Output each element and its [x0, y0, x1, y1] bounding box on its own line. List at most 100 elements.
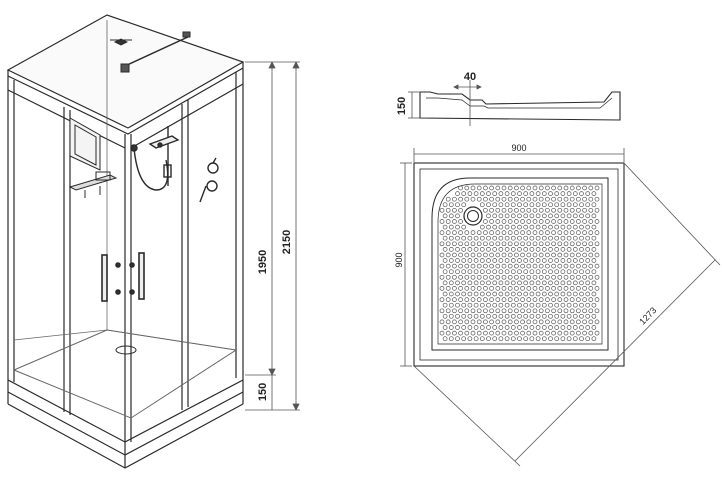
anti-slip-dot [545, 330, 550, 336]
anti-slip-dot [458, 196, 463, 202]
anti-slip-dot [535, 291, 541, 297]
anti-slip-dot [557, 241, 563, 247]
anti-slip-dot [520, 319, 525, 325]
anti-slip-dot [492, 325, 498, 330]
anti-slip-dot [520, 274, 525, 280]
anti-slip-dot [439, 207, 445, 213]
anti-slip-dot [445, 207, 451, 213]
anti-slip-dot [576, 241, 581, 247]
cabin-floor [13, 329, 238, 419]
anti-slip-dot [452, 230, 457, 235]
anti-slip-dot [489, 196, 494, 202]
anti-slip-dot [566, 258, 572, 263]
anti-slip-dot [560, 325, 566, 330]
anti-slip-dot [545, 185, 550, 191]
anti-slip-dot [507, 241, 513, 247]
anti-slip-dot [576, 230, 581, 235]
anti-slip-dot [548, 269, 553, 275]
anti-slip-dot [579, 235, 584, 241]
anti-slip-dot [473, 247, 479, 252]
anti-slip-dot [594, 274, 600, 280]
anti-slip-dot [492, 302, 498, 308]
anti-slip-dot [529, 235, 535, 241]
anti-slip-dot [563, 308, 569, 314]
anti-slip-dot [591, 313, 597, 319]
anti-slip-dot [476, 308, 482, 314]
anti-slip-dot [538, 252, 544, 258]
anti-slip-dot [545, 230, 550, 235]
anti-slip-dot [439, 297, 445, 302]
anti-slip-dot [452, 207, 457, 213]
anti-slip-dot [442, 213, 448, 219]
tray-width-label: 900 [511, 143, 526, 153]
anti-slip-dot [461, 269, 467, 275]
anti-slip-dot [455, 202, 460, 208]
anti-slip-dot [579, 336, 584, 342]
anti-slip-dot [473, 325, 479, 330]
anti-slip-dot [458, 319, 463, 325]
anti-slip-dot [557, 185, 563, 191]
anti-slip-dot [538, 274, 544, 280]
anti-slip-dot [545, 286, 550, 291]
anti-slip-dot [576, 263, 581, 269]
anti-slip-dot [495, 263, 501, 269]
anti-slip-dot [517, 336, 522, 342]
anti-slip-dot [588, 230, 594, 235]
anti-slip-dot [585, 224, 591, 230]
anti-slip-dot [576, 308, 581, 314]
anti-slip-dot [495, 308, 501, 314]
anti-slip-dot [591, 336, 597, 342]
anti-slip-dot [476, 241, 482, 247]
anti-slip-dot [532, 185, 538, 191]
anti-slip-dot [448, 313, 454, 319]
anti-slip-dot [557, 297, 563, 302]
anti-slip-dot [551, 286, 556, 291]
anti-slip-dot [517, 291, 522, 297]
anti-slip-dot [507, 185, 513, 191]
anti-slip-dot [452, 319, 457, 325]
anti-slip-dot [588, 263, 594, 269]
anti-slip-dot [448, 302, 454, 308]
anti-slip-dot [551, 319, 556, 325]
anti-slip-dot [464, 274, 470, 280]
anti-slip-dot [458, 219, 463, 224]
anti-slip-dot [538, 241, 544, 247]
anti-slip-dot [576, 319, 581, 325]
anti-slip-dot [483, 330, 488, 336]
anti-slip-dot [532, 230, 538, 235]
anti-slip-dot [458, 230, 463, 235]
anti-slip-dot [548, 224, 553, 230]
anti-slip-dot [538, 263, 544, 269]
anti-slip-dot [548, 258, 553, 263]
anti-slip-dot [588, 219, 594, 224]
anti-slip-dot [448, 280, 454, 286]
anti-slip-dot [452, 286, 457, 291]
anti-slip-dot [442, 313, 448, 319]
anti-slip-dot [523, 235, 529, 241]
anti-slip-dot [545, 241, 550, 247]
anti-slip-dot [510, 247, 516, 252]
anti-slip-dot [498, 280, 504, 286]
cabin-height-glass-label: 1950 [257, 250, 269, 274]
anti-slip-dot [442, 325, 448, 330]
anti-slip-dot [548, 235, 553, 241]
tray-profile-height-label: 150 [396, 97, 408, 115]
anti-slip-dot [554, 302, 560, 308]
anti-slip-dot [526, 297, 532, 302]
anti-slip-dot [572, 269, 578, 275]
anti-slip-dot [560, 269, 566, 275]
anti-slip-dot [514, 207, 519, 213]
anti-slip-dot [554, 258, 560, 263]
anti-slip-dot [461, 224, 467, 230]
anti-slip-dot [526, 330, 532, 336]
anti-slip-dot [576, 330, 581, 336]
anti-slip-dot [495, 219, 501, 224]
anti-slip-dot [486, 191, 491, 196]
anti-slip-dot [445, 230, 451, 235]
anti-slip-dot [489, 297, 494, 302]
anti-slip-dot [470, 252, 476, 258]
anti-slip-dot [473, 336, 479, 342]
anti-slip-dot [520, 252, 525, 258]
anti-slip-dot [560, 258, 566, 263]
anti-slip-dot [582, 185, 587, 191]
